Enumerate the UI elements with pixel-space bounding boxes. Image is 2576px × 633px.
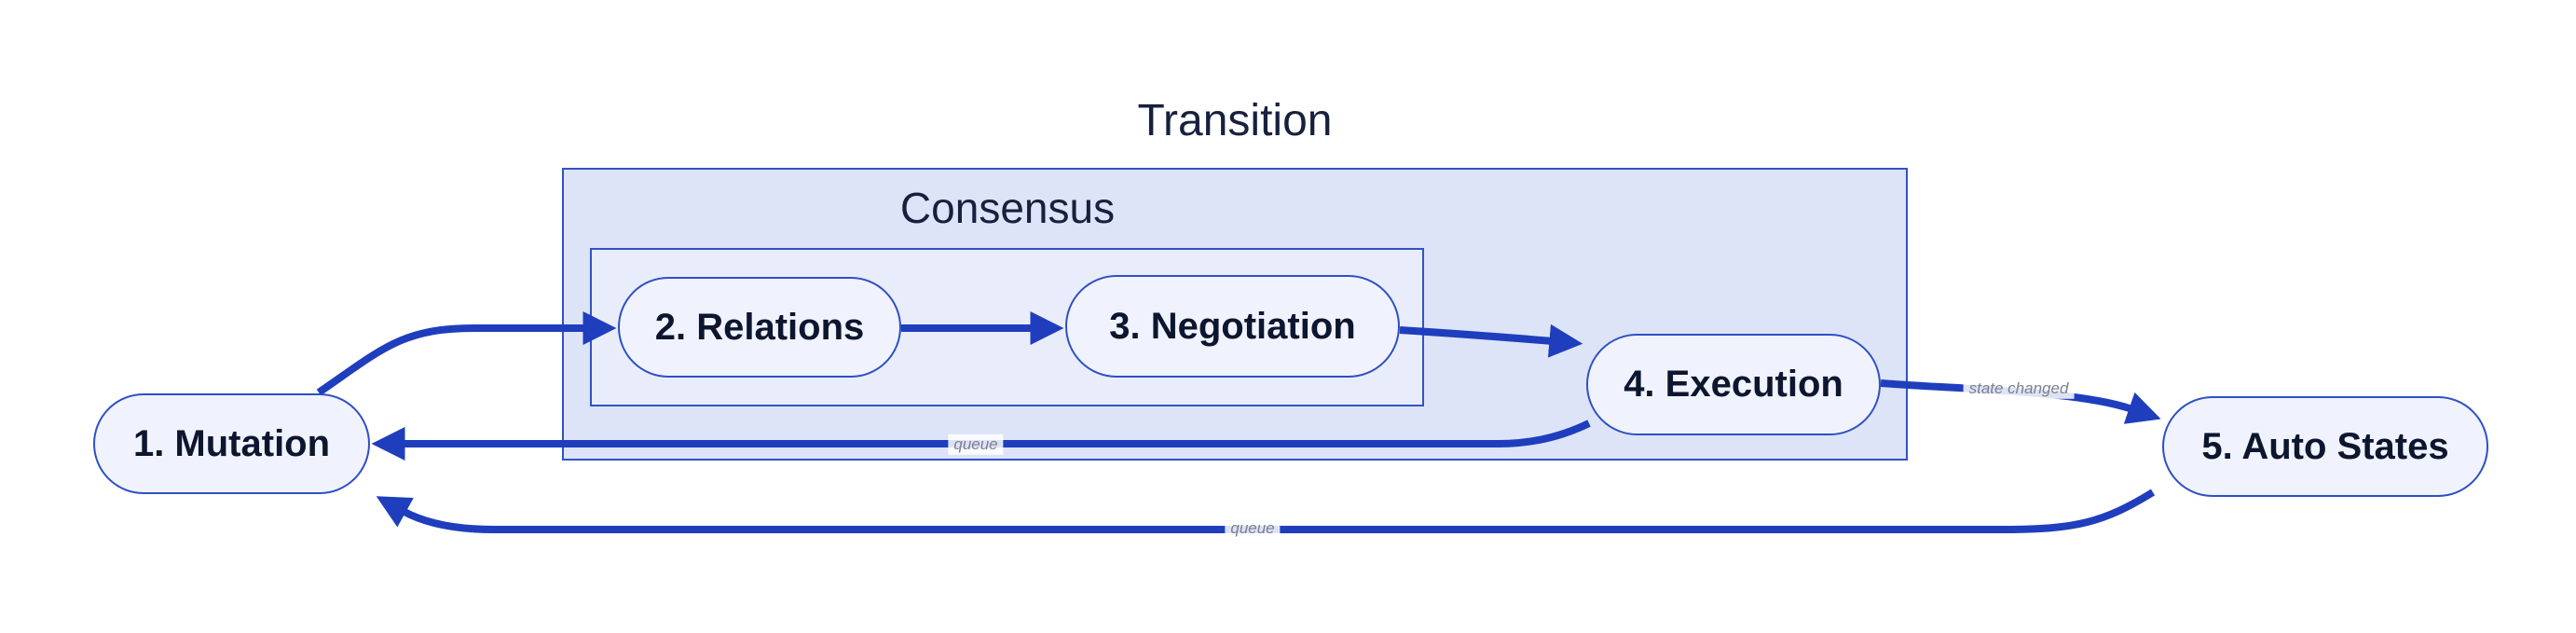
cluster-transition-title: Transition [1137, 96, 1333, 145]
cluster-consensus-title: Consensus [899, 184, 1116, 232]
node-relations: 2. Relations [618, 277, 901, 378]
node-execution-label: 4. Execution [1624, 364, 1843, 405]
edge-label-state-changed: state changed [1963, 378, 2075, 400]
node-auto-states-label: 5. Auto States [2201, 425, 2449, 467]
edge-label-queue-execution-to-mutation: queue [948, 433, 1004, 456]
node-negotiation-label: 3. Negotiation [1109, 305, 1356, 347]
node-relations-label: 2. Relations [654, 306, 865, 348]
node-mutation: 1. Mutation [93, 393, 370, 494]
node-negotiation: 3. Negotiation [1065, 275, 1400, 378]
node-mutation-label: 1. Mutation [132, 422, 331, 464]
edge-mutation-to-relations [316, 311, 617, 396]
edge-label-queue-auto-states-to-mutation: queue [1225, 517, 1281, 540]
node-execution: 4. Execution [1586, 334, 1881, 435]
node-auto-states: 5. Auto States [2162, 396, 2488, 497]
